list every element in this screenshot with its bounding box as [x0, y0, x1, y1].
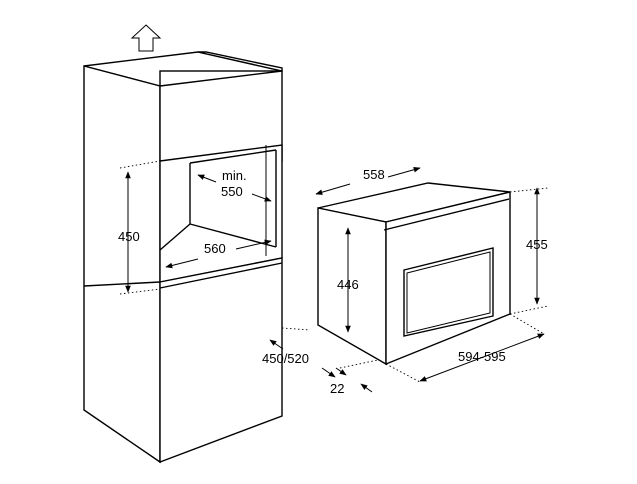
- niche-depth-label: 550: [221, 184, 243, 199]
- front-thickness-label: 22: [330, 381, 344, 396]
- oven-body-height-label: 446: [337, 277, 359, 292]
- cabinet-depth-label: 450/520: [262, 351, 309, 366]
- oven-niche: [159, 144, 283, 283]
- cabinet: [83, 51, 283, 464]
- niche-width-label: 560: [204, 241, 226, 256]
- niche-depth-prefix-label: min.: [222, 168, 247, 183]
- up-arrow-icon: [130, 24, 162, 52]
- oven-front-height-label: 455: [526, 237, 548, 252]
- oven-depth-label: 558: [363, 167, 385, 182]
- cabinet-height-label: 450: [118, 229, 140, 244]
- oven-front-width-label: 594-595: [458, 349, 506, 364]
- oven: [317, 182, 511, 366]
- oven-door-window: [403, 247, 494, 337]
